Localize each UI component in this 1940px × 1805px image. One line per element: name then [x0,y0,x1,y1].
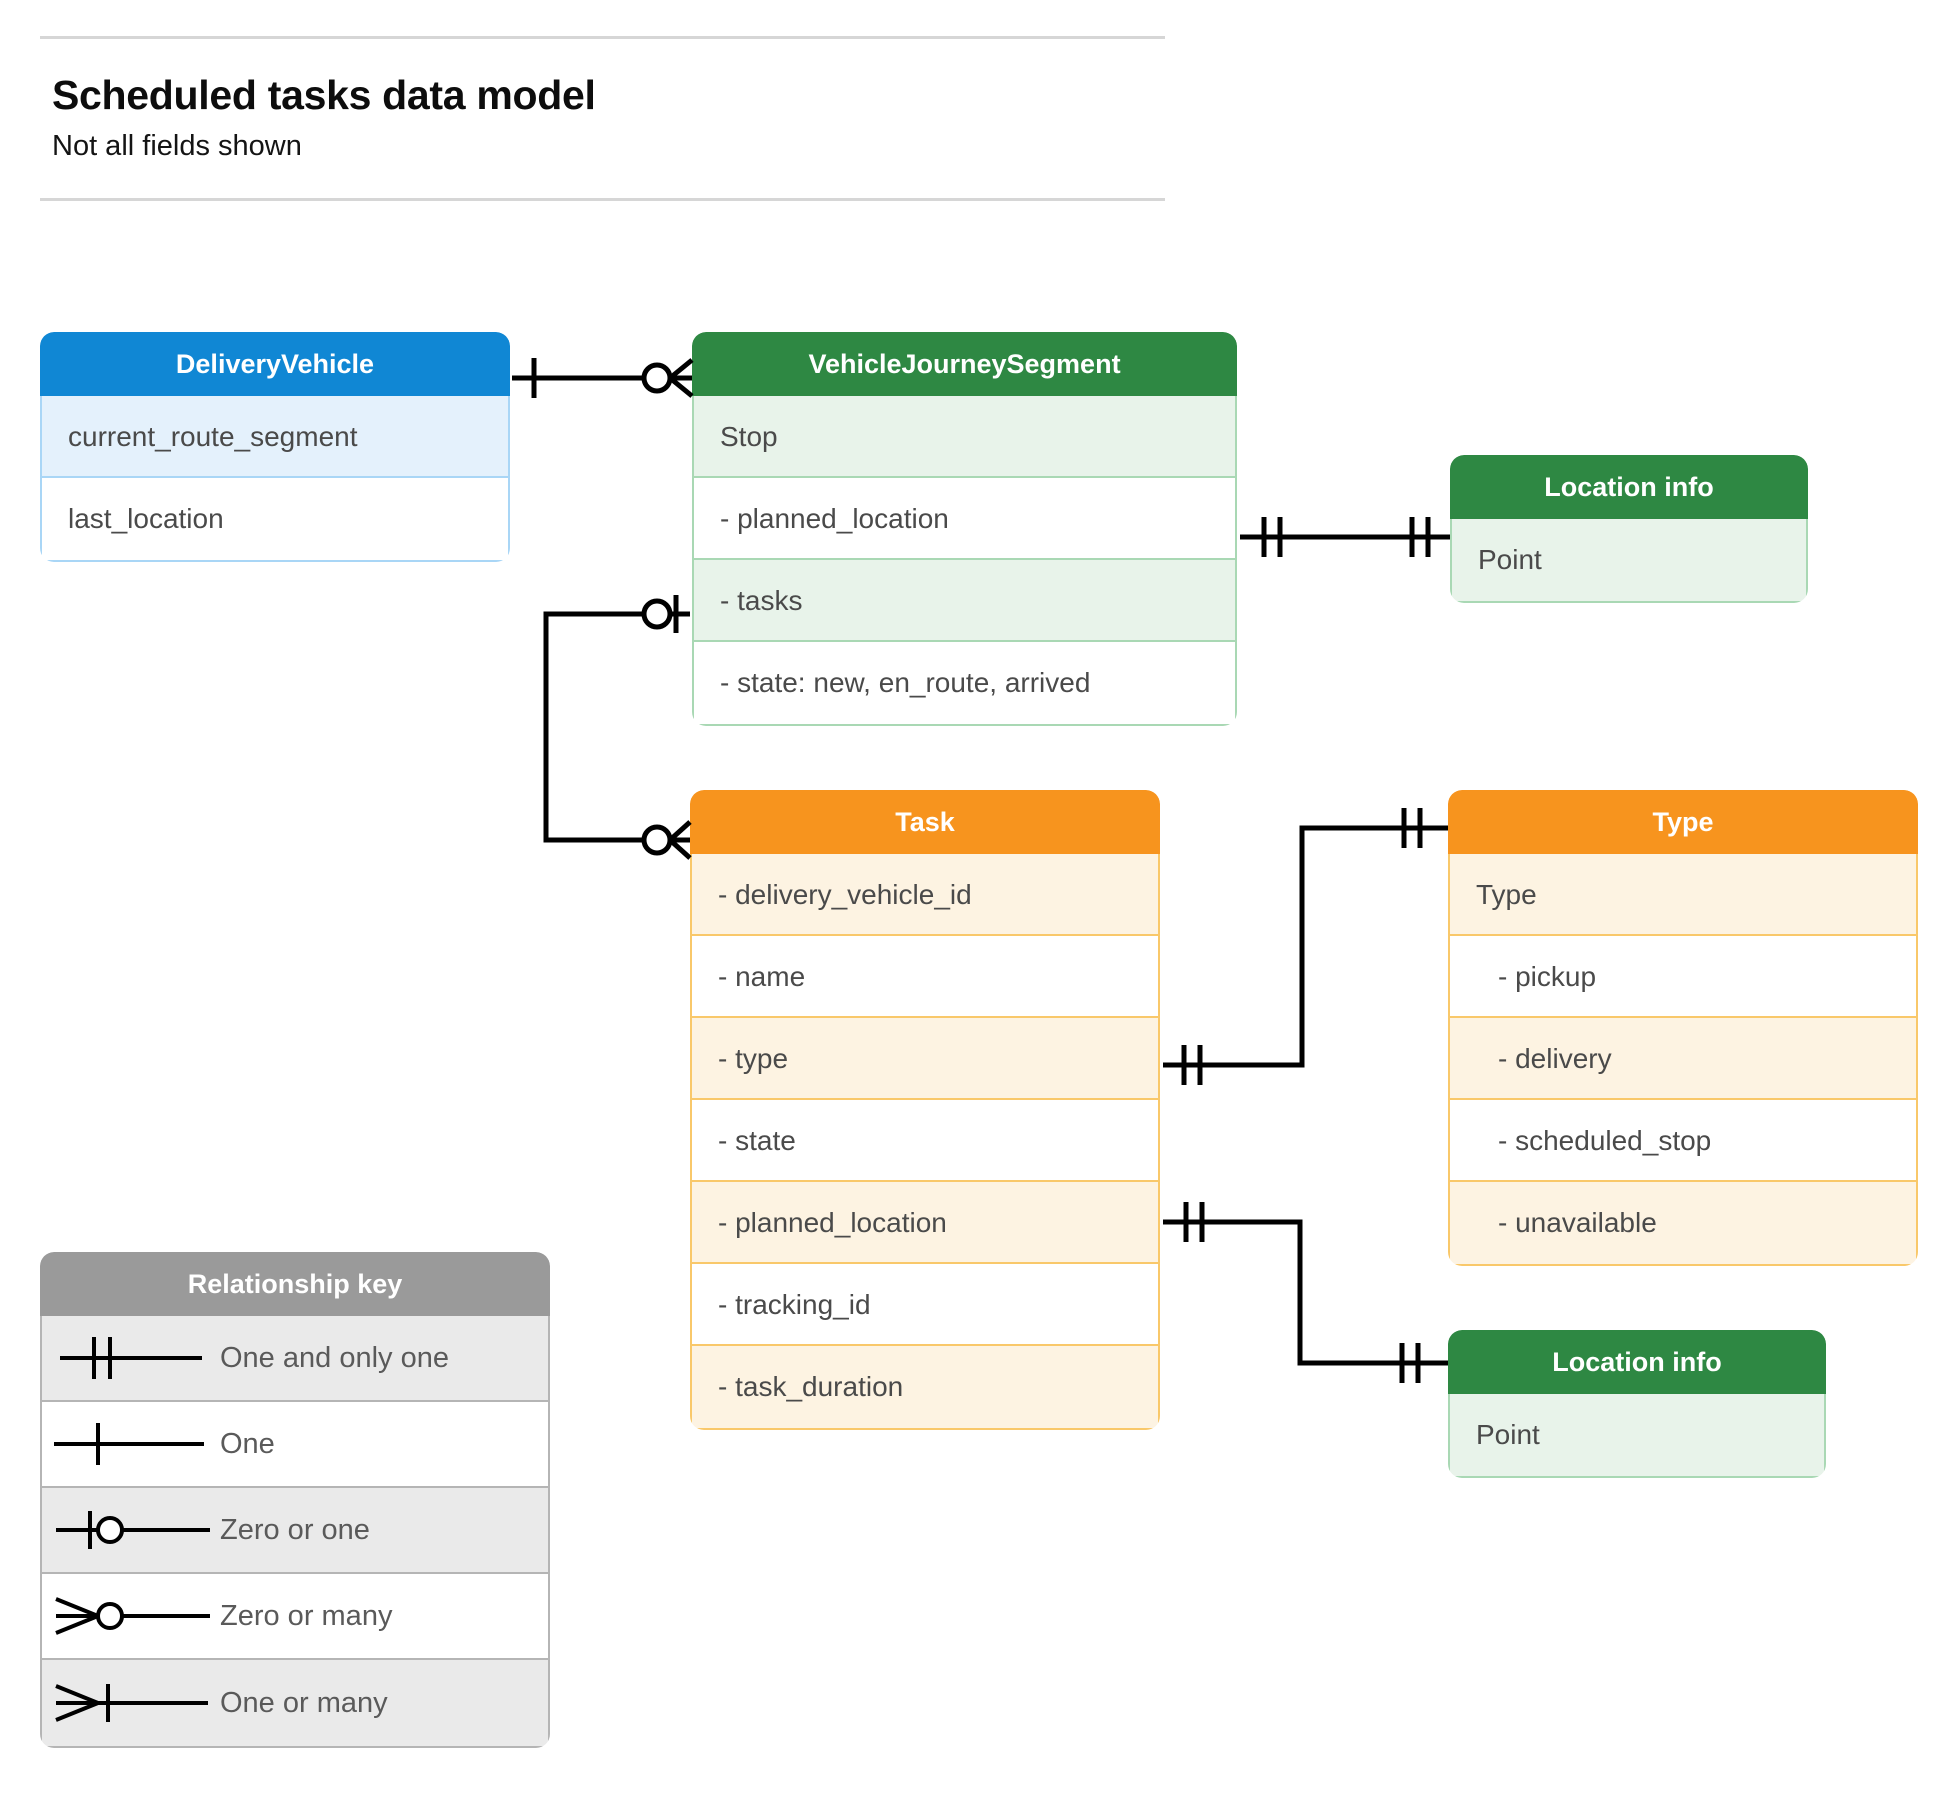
legend-item-label: Zero or many [220,1599,393,1632]
table-row[interactable]: - unavailable [1450,1182,1916,1264]
legend-rows: One and only one One Zero or one [40,1316,550,1748]
connector-vehicle-journey-segment-planned-location-to-location-info [1240,517,1450,557]
table-row[interactable]: - scheduled_stop [1450,1100,1916,1182]
list-item[interactable]: One [42,1402,548,1488]
entity-location-info-top[interactable]: Location info Point [1450,455,1808,603]
entity-location-info-bottom-rows: Point [1448,1394,1826,1478]
table-row[interactable]: - tasks [694,560,1235,642]
table-row[interactable]: - delivery_vehicle_id [692,854,1158,936]
legend-item-label: One or many [220,1686,388,1719]
list-item[interactable]: One and only one [42,1316,548,1402]
table-row[interactable]: - state: new, en_route, arrived [694,642,1235,724]
table-row[interactable]: Point [1452,519,1806,601]
entity-type[interactable]: Type Type - pickup - delivery - schedule… [1448,790,1918,1266]
table-row[interactable]: - type [692,1018,1158,1100]
legend-item-label: One and only one [220,1341,449,1374]
zero-or-one-icon [56,1511,210,1549]
entity-type-rows: Type - pickup - delivery - scheduled_sto… [1448,854,1918,1266]
table-row[interactable]: last_location [42,478,508,560]
entity-vehicle-journey-segment-title: VehicleJourneySegment [692,332,1237,396]
table-row[interactable]: - delivery [1450,1018,1916,1100]
table-row[interactable]: - task_duration [692,1346,1158,1428]
entity-delivery-vehicle-rows: current_route_segment last_location [40,396,510,562]
table-row[interactable]: - name [692,936,1158,1018]
table-row[interactable]: Stop [694,396,1235,478]
connector-task-type-to-type [1163,808,1448,1085]
table-row[interactable]: - planned_location [692,1182,1158,1264]
table-row[interactable]: - pickup [1450,936,1916,1018]
entity-task-title: Task [690,790,1160,854]
header-divider-top [40,36,1165,39]
zero-or-many-icon [55,1597,210,1635]
one-and-only-one-icon [60,1337,202,1379]
connector-task-planned-location-to-location-info [1163,1202,1448,1383]
entity-location-info-top-title: Location info [1450,455,1808,519]
table-row[interactable]: - state [692,1100,1158,1182]
header-divider-bottom [40,198,1165,201]
table-row[interactable]: - tracking_id [692,1264,1158,1346]
table-row[interactable]: Point [1450,1394,1824,1476]
list-item[interactable]: Zero or one [42,1488,548,1574]
entity-vehicle-journey-segment[interactable]: VehicleJourneySegment Stop - planned_loc… [692,332,1237,726]
entity-delivery-vehicle[interactable]: DeliveryVehicle current_route_segment la… [40,332,510,562]
entity-location-info-top-rows: Point [1450,519,1808,603]
legend-item-label: Zero or one [220,1513,370,1546]
entity-delivery-vehicle-title: DeliveryVehicle [40,332,510,396]
page-title: Scheduled tasks data model [52,72,596,118]
table-row[interactable]: current_route_segment [42,396,508,478]
entity-task-rows: - delivery_vehicle_id - name - type - st… [690,854,1160,1430]
list-item[interactable]: One or many [42,1660,548,1746]
legend-relationship-key[interactable]: Relationship key One and only one One [40,1252,550,1748]
page-subtitle: Not all fields shown [52,130,302,162]
connector-delivery-vehicle-to-vehicle-journey-segment [512,358,694,398]
one-or-many-icon [55,1684,208,1722]
one-icon [54,1423,204,1465]
table-row[interactable]: - planned_location [694,478,1235,560]
entity-location-info-bottom[interactable]: Location info Point [1448,1330,1826,1478]
legend-item-label: One [220,1427,275,1460]
list-item[interactable]: Zero or many [42,1574,548,1660]
entity-vehicle-journey-segment-rows: Stop - planned_location - tasks - state:… [692,396,1237,726]
table-row[interactable]: Type [1450,854,1916,936]
entity-type-title: Type [1448,790,1918,854]
entity-location-info-bottom-title: Location info [1448,1330,1826,1394]
legend-title: Relationship key [40,1252,550,1316]
entity-task[interactable]: Task - delivery_vehicle_id - name - type… [690,790,1160,1430]
connector-vehicle-journey-segment-tasks-to-task [543,595,692,860]
